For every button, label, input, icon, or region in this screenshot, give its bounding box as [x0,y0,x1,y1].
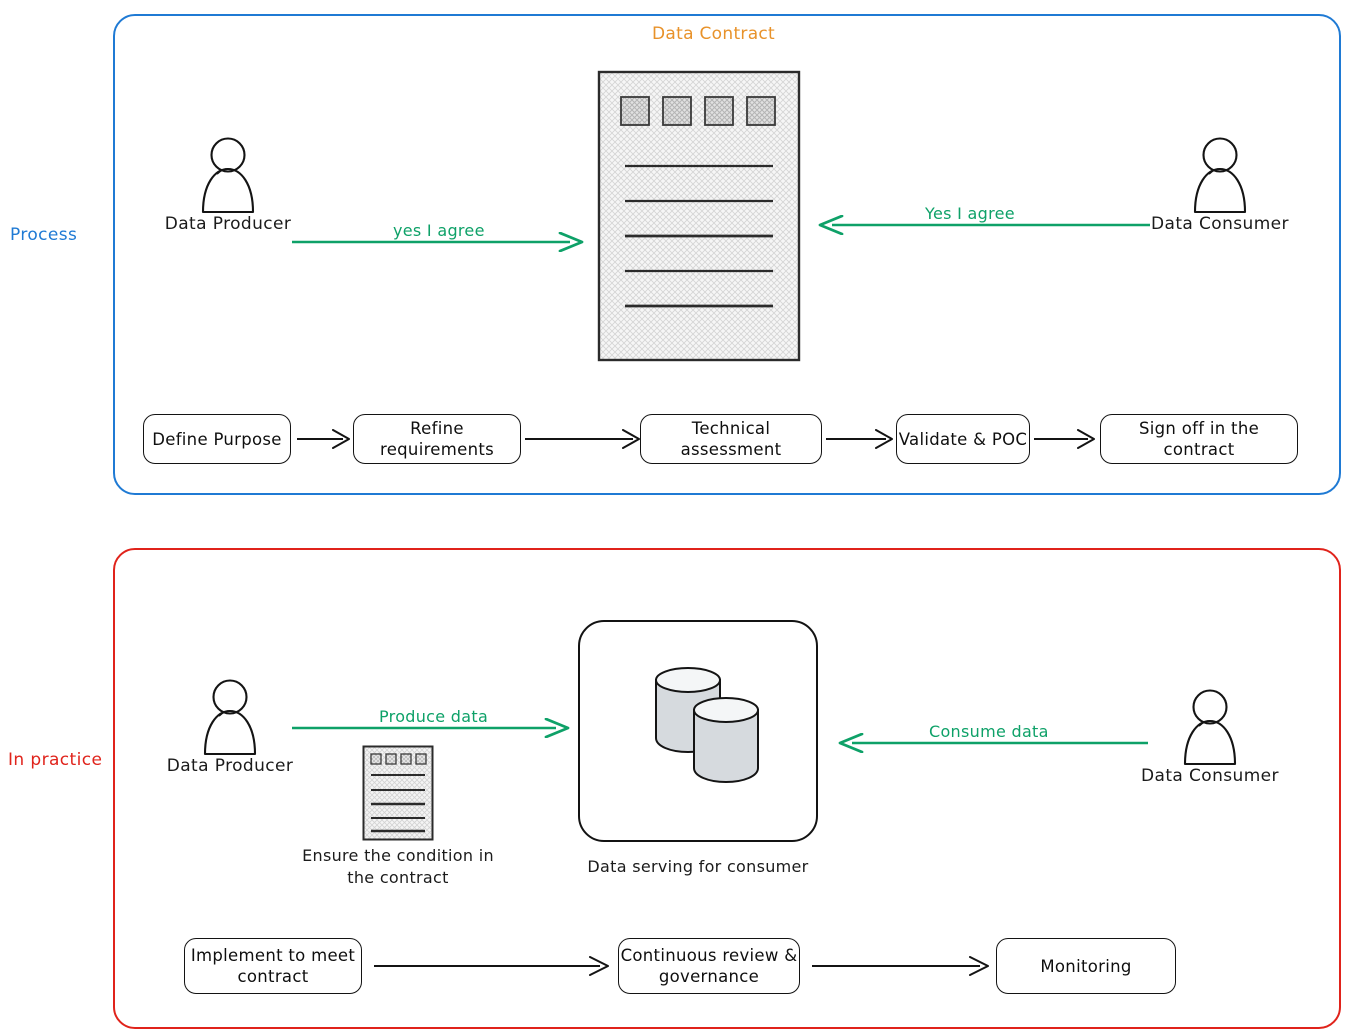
actor-data-consumer-process: Data Consumer [1145,136,1295,234]
database-group [650,658,768,792]
flow-arrow-label: yes I agree [390,221,488,240]
person-icon [201,137,255,214]
actor-label: Data Consumer [1141,766,1279,786]
step-label: Implement to meet contract [190,946,356,986]
arrow-left-icon [818,214,1150,236]
connector-arrow-1 [297,429,353,453]
actor-label: Data Producer [164,214,292,234]
person-icon [1183,689,1237,766]
connector-arrow-3 [826,429,896,453]
step-box-refine-requirements[interactable]: Refine requirements [353,414,521,464]
section-label-in-practice: In practice [8,750,103,770]
caption-ensure-condition: Ensure the condition in the contract [302,846,494,887]
step-label: Sign off in the contract [1138,419,1260,459]
flow-arrow-label: Produce data [376,707,492,726]
document-ensure-condition [362,745,434,845]
actor-label: Data Consumer [1151,214,1289,234]
flow-arrow-label: Consume data [926,722,1052,741]
document-data-contract [597,70,801,366]
section-label-process: Process [10,225,78,245]
step-label: Technical assessment [680,419,782,459]
step-box-continuous-review[interactable]: Continuous review & governance [618,938,800,994]
caption-data-serving: Data serving for consumer [587,857,809,876]
connector-arrow-6 [812,956,992,980]
database-icon [655,667,759,784]
person-icon [203,679,257,756]
connector-arrow-2 [525,429,643,453]
actor-label: Data Producer [166,756,294,776]
flow-arrow-label: Yes I agree [922,204,1018,223]
document-icon [597,70,801,362]
step-box-sign-off[interactable]: Sign off in the contract [1100,414,1298,464]
document-icon [362,745,434,841]
actor-data-producer-practice: Data Producer [155,678,305,776]
section-frame-in-practice [113,548,1341,1029]
step-label: Monitoring [1040,956,1132,976]
flow-arrow-yes-i-agree-producer: yes I agree [292,221,588,256]
arrow-left-icon [838,732,1148,754]
actor-data-consumer-practice: Data Consumer [1135,688,1285,786]
step-label: Validate & POC [898,429,1028,449]
actor-data-producer-process: Data Producer [153,136,303,234]
step-box-validate-poc[interactable]: Validate & POC [896,414,1030,464]
person-icon [1193,137,1247,214]
arrow-right-icon [292,231,584,253]
step-label: Continuous review & governance [620,946,798,986]
flow-arrow-yes-i-agree-consumer: Yes I agree [810,204,1150,239]
step-box-technical-assessment[interactable]: Technical assessment [640,414,822,464]
page-title-data-contract: Data Contract [652,24,776,44]
connector-arrow-5 [374,956,612,980]
connector-arrow-4 [1034,429,1098,453]
arrow-right-icon [292,717,570,739]
section-frame-process [113,14,1341,495]
flow-arrow-consume-data: Consume data [830,722,1148,757]
step-label: Refine requirements [379,419,494,459]
step-box-monitoring[interactable]: Monitoring [996,938,1176,994]
step-box-define-purpose[interactable]: Define Purpose [143,414,291,464]
step-label: Define Purpose [152,429,282,449]
flow-arrow-produce-data: Produce data [292,707,574,742]
step-box-implement-contract[interactable]: Implement to meet contract [184,938,362,994]
